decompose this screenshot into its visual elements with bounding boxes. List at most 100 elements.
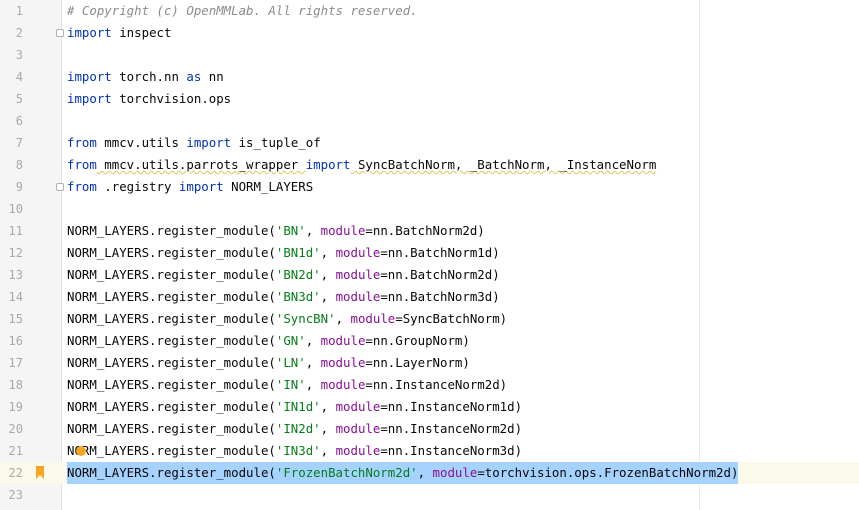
- code-token: import: [67, 69, 112, 84]
- code-token: =SyncBatchNorm): [395, 311, 508, 326]
- line-number: 3: [15, 48, 23, 62]
- code-token: 'IN1d': [275, 399, 321, 414]
- code-token: =nn.InstanceNorm2d): [365, 377, 508, 392]
- code-token: NORM_LAYERS.register_module(: [67, 443, 276, 458]
- code-token: torch.nn: [111, 69, 187, 84]
- code-token: ,: [305, 333, 321, 348]
- code-token: NORM_LAYERS.register_module(: [67, 421, 276, 436]
- code-token: ,: [417, 465, 433, 480]
- line-number: 9: [15, 180, 23, 194]
- code-token: 'BN1d': [275, 245, 321, 260]
- code-token: module: [335, 267, 381, 282]
- code-token: torchvision.ops: [111, 91, 232, 106]
- code-token: ,: [320, 443, 336, 458]
- line-number: 16: [8, 334, 23, 348]
- line-number: 8: [15, 158, 23, 172]
- bookmark-icon[interactable]: [35, 466, 45, 479]
- code-token: NORM_LAYERS.register_module(: [67, 377, 276, 392]
- code-line[interactable]: 3: [0, 44, 859, 66]
- code-token: 'SyncBN': [275, 311, 336, 326]
- code-text: # Copyright (c) OpenMMLab. All rights re…: [67, 0, 418, 22]
- code-token: module: [320, 223, 366, 238]
- code-token: from: [67, 157, 97, 172]
- code-token: import: [305, 157, 351, 172]
- line-number: 1: [15, 4, 23, 18]
- code-token: module: [335, 245, 381, 260]
- code-token: module: [350, 311, 396, 326]
- code-token: ,: [320, 245, 336, 260]
- code-text: import inspect: [67, 22, 171, 44]
- code-text: import torchvision.ops: [67, 88, 231, 110]
- code-text: NORM_LAYERS.register_module('IN3d', modu…: [67, 440, 522, 462]
- code-token: NORM_LAYERS.register_module(: [67, 267, 276, 282]
- code-token: =nn.InstanceNorm2d): [380, 421, 523, 436]
- code-token: module: [432, 465, 478, 480]
- code-token: NORM_LAYERS.register_module(: [67, 333, 276, 348]
- line-number: 19: [8, 400, 23, 414]
- code-token: nn: [201, 69, 224, 84]
- intention-bulb-icon[interactable]: [76, 446, 86, 456]
- line-number: 23: [8, 488, 23, 502]
- code-token: ,: [305, 355, 321, 370]
- code-text: NORM_LAYERS.register_module('BN', module…: [67, 220, 485, 242]
- line-number: 10: [8, 202, 23, 216]
- code-text: NORM_LAYERS.register_module('BN2d', modu…: [67, 264, 500, 286]
- code-text: from mmcv.utils import is_tuple_of: [67, 132, 321, 154]
- code-token: .registry: [96, 179, 179, 194]
- code-token: ,: [305, 377, 321, 392]
- code-line[interactable]: 16 NORM_LAYERS.register_module('GN', modu…: [0, 330, 859, 352]
- code-line[interactable]: 8 from mmcv.utils.parrots_wrapper import …: [0, 154, 859, 176]
- code-line[interactable]: 6: [0, 110, 859, 132]
- code-token: 'IN': [275, 377, 306, 392]
- code-token: module: [335, 289, 381, 304]
- code-line[interactable]: 7 from mmcv.utils import is_tuple_of: [0, 132, 859, 154]
- code-text: NORM_LAYERS.register_module('BN1d', modu…: [67, 242, 500, 264]
- code-token: 'IN3d': [275, 443, 321, 458]
- code-text: NORM_LAYERS.register_module('IN2d', modu…: [67, 418, 522, 440]
- line-number: 6: [15, 114, 23, 128]
- fold-marker-icon[interactable]: [56, 183, 64, 191]
- line-number: 20: [8, 422, 23, 436]
- code-line[interactable]: 23: [0, 484, 859, 506]
- code-text: NORM_LAYERS.register_module('LN', module…: [67, 352, 470, 374]
- code-line[interactable]: 20 NORM_LAYERS.register_module('IN2d', mo…: [0, 418, 859, 440]
- code-token: =nn.InstanceNorm1d): [380, 399, 523, 414]
- line-number: 7: [15, 136, 23, 150]
- code-token: NORM_LAYERS.register_module(: [67, 465, 276, 480]
- code-token: 'LN': [275, 355, 306, 370]
- code-token: =torchvision.ops.FrozenBatchNorm2d): [477, 465, 739, 480]
- code-text: NORM_LAYERS.register_module('GN', module…: [67, 330, 470, 352]
- code-token: ,: [305, 223, 321, 238]
- line-number-gutter[interactable]: [0, 0, 62, 510]
- fold-marker-icon[interactable]: [56, 29, 64, 37]
- code-token: as: [186, 69, 202, 84]
- code-token: 'BN2d': [275, 267, 321, 282]
- code-token: =nn.BatchNorm1d): [380, 245, 500, 260]
- code-token: 'GN': [275, 333, 306, 348]
- code-token: =nn.LayerNorm): [365, 355, 470, 370]
- code-line[interactable]: 1 # Copyright (c) OpenMMLab. All rights r…: [0, 0, 859, 22]
- code-line[interactable]: 10: [0, 198, 859, 220]
- code-token: import: [178, 179, 224, 194]
- line-number: 22: [8, 466, 23, 480]
- code-token: =nn.BatchNorm2d): [365, 223, 485, 238]
- code-token: NORM_LAYERS: [223, 179, 314, 194]
- code-token: ,: [320, 289, 336, 304]
- code-token: NORM_LAYERS.register_module(: [67, 289, 276, 304]
- code-text: from mmcv.utils.parrots_wrapper import S…: [67, 154, 656, 176]
